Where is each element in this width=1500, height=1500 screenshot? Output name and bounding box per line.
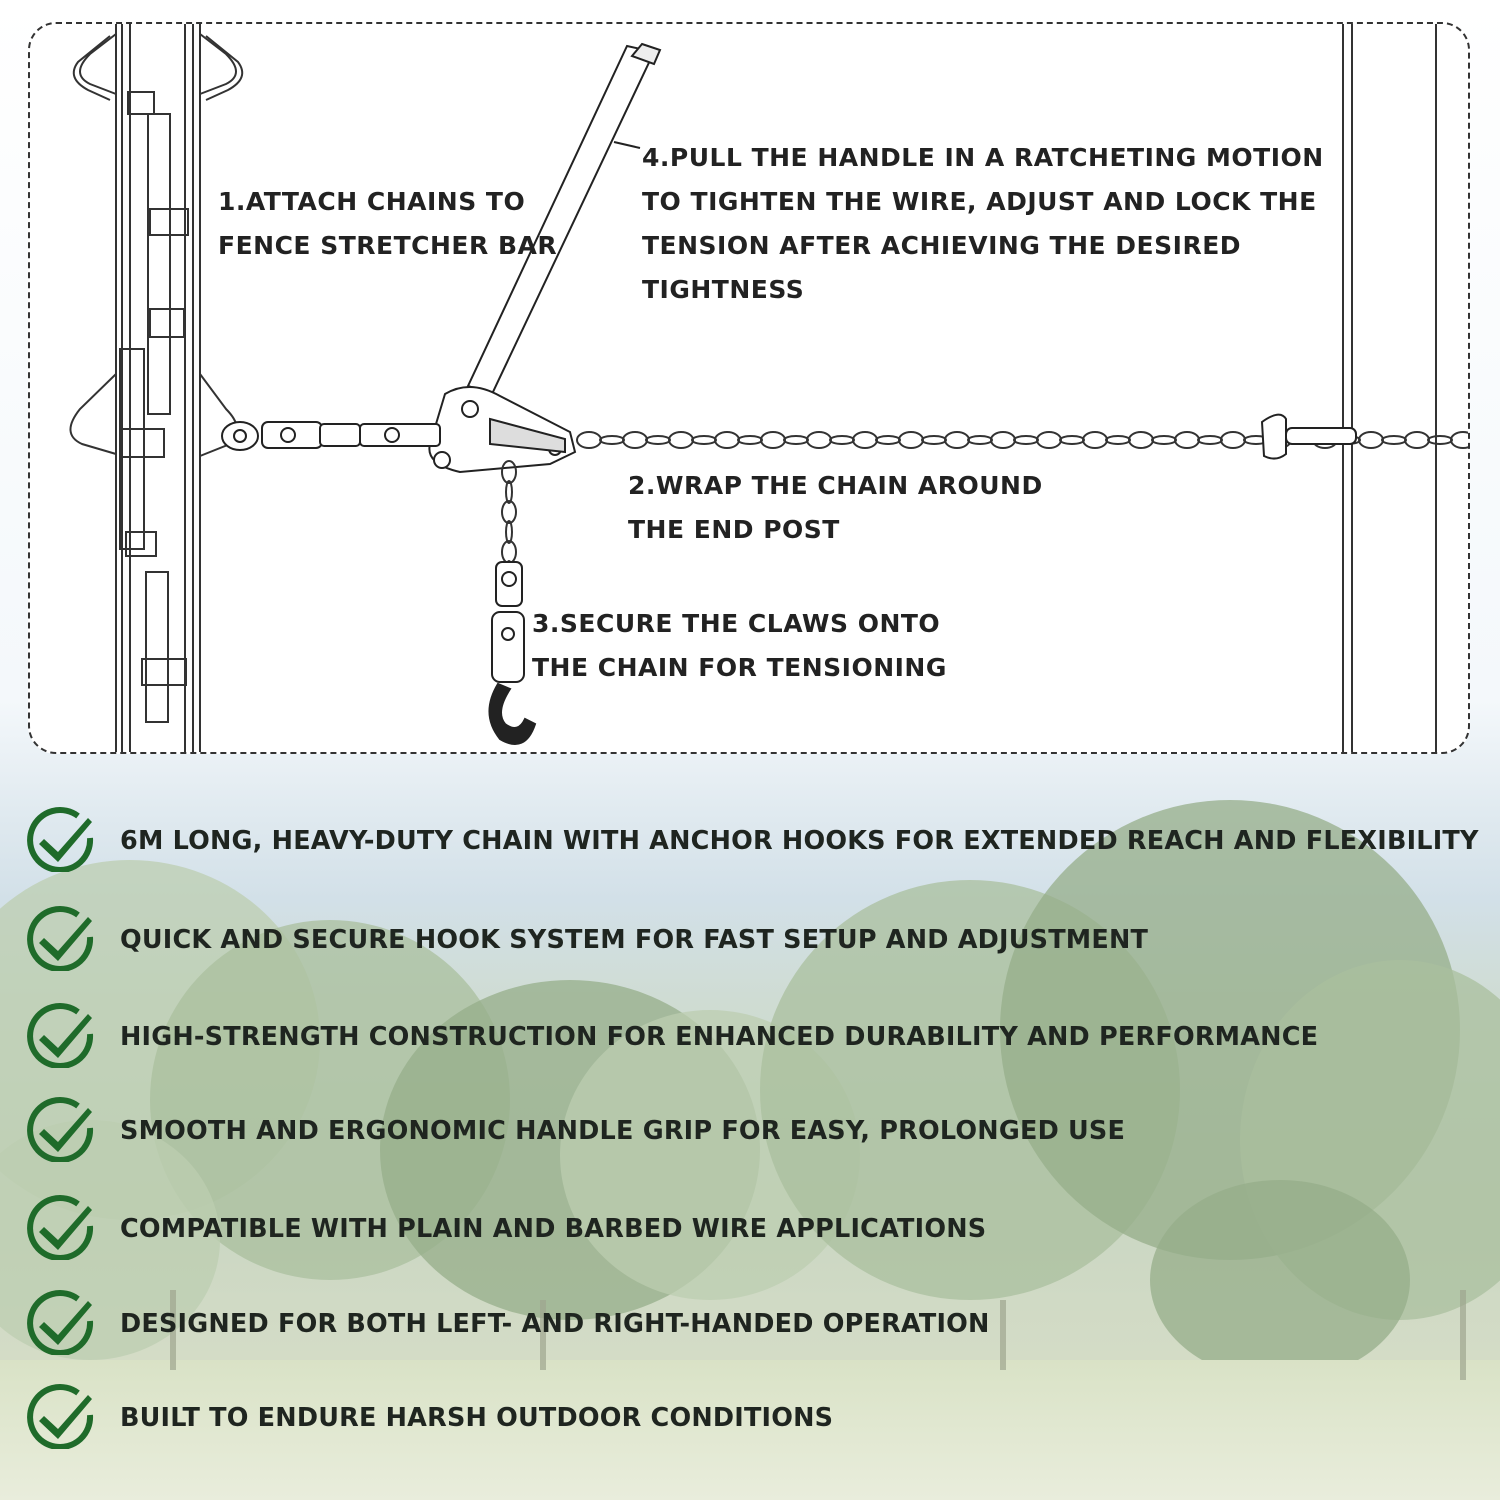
chain-link [505, 480, 513, 504]
tree-trunk [1460, 1290, 1466, 1380]
chain-link [1450, 431, 1468, 449]
lawn [0, 1360, 1500, 1500]
feature-item: QUICK AND SECURE HOOK SYSTEM FOR FAST SE… [26, 905, 1496, 975]
tree-canopy [1150, 1180, 1410, 1380]
check-circle-icon [27, 1290, 94, 1355]
chain-grab [1260, 413, 1357, 460]
feature-text: HIGH-STRENGTH CONSTRUCTION FOR ENHANCED … [120, 1022, 1319, 1052]
feature-item: HIGH-STRENGTH CONSTRUCTION FOR ENHANCED … [26, 1002, 1496, 1072]
feature-item: DESIGNED FOR BOTH LEFT- AND RIGHT-HANDED… [26, 1289, 1496, 1359]
step-4-text: 4.PULL THE HANDLE IN A RATCHETING MOTION… [642, 143, 1324, 304]
feature-item: 6M LONG, HEAVY-DUTY CHAIN WITH ANCHOR HO… [26, 806, 1496, 876]
tree-trunk [1000, 1300, 1006, 1370]
ratchet-mechanism [428, 386, 577, 474]
feature-text: COMPATIBLE WITH PLAIN AND BARBED WIRE AP… [120, 1214, 987, 1244]
feature-text: BUILT TO ENDURE HARSH OUTDOOR CONDITIONS [120, 1403, 834, 1433]
tree-trunk [540, 1300, 546, 1370]
feature-text: 6M LONG, HEAVY-DUTY CHAIN WITH ANCHOR HO… [120, 826, 1479, 856]
tree-trunk [170, 1290, 176, 1370]
feature-text: SMOOTH AND ERGONOMIC HANDLE GRIP FOR EAS… [120, 1116, 1126, 1146]
feature-item: COMPATIBLE WITH PLAIN AND BARBED WIRE AP… [26, 1194, 1496, 1264]
check-circle-icon [27, 807, 94, 872]
chain-link [501, 460, 517, 484]
check-circle-icon [27, 1097, 94, 1162]
check-circle-icon [27, 1195, 94, 1260]
check-circle-icon [27, 1384, 94, 1449]
fence-stretcher-diagram [69, 24, 1468, 752]
feature-item: SMOOTH AND ERGONOMIC HANDLE GRIP FOR EAS… [26, 1096, 1496, 1166]
chain-link [505, 520, 513, 544]
feature-item: BUILT TO ENDURE HARSH OUTDOOR CONDITIONS [26, 1383, 1496, 1453]
feature-text: QUICK AND SECURE HOOK SYSTEM FOR FAST SE… [120, 925, 1149, 955]
feature-text: DESIGNED FOR BOTH LEFT- AND RIGHT-HANDED… [120, 1309, 990, 1339]
tree-canopy [0, 1120, 220, 1360]
check-circle-icon [27, 906, 94, 971]
hook-assembly [488, 561, 537, 745]
snap-hook-connector [221, 421, 441, 451]
check-circle-icon [27, 1003, 94, 1068]
chain-link [501, 500, 517, 524]
